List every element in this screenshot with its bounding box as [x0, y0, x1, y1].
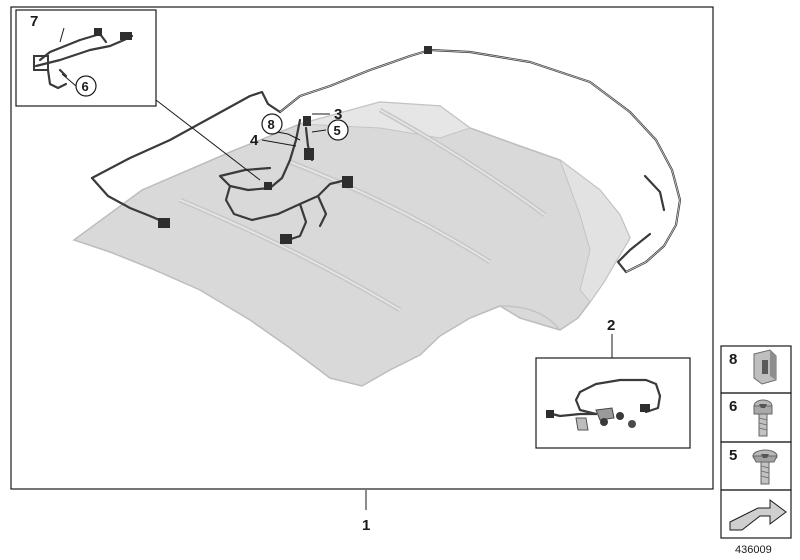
leader-6 [61, 73, 77, 87]
connector [303, 116, 311, 126]
connector [424, 46, 432, 54]
connector [304, 148, 314, 160]
connector [280, 234, 292, 244]
diagram-reference-number: 436009 [735, 544, 772, 556]
callout-7: 7 [30, 13, 38, 30]
callout-3: 3 [334, 106, 342, 123]
legend-box-arrow [720, 489, 792, 539]
inset-leader [155, 99, 261, 181]
callout-5: 5 [334, 123, 341, 138]
connector [342, 176, 353, 188]
callout-5-ring [327, 119, 349, 141]
wiring-harness [90, 46, 682, 274]
legend-number-8: 8 [729, 351, 737, 368]
callout-6-ring [75, 75, 97, 97]
direction-arrow-icon [729, 499, 787, 531]
allen-screw-icon [753, 399, 773, 437]
repair-kit-inset [535, 357, 691, 449]
roof-panel [72, 101, 631, 387]
legend-number-6: 6 [729, 398, 737, 415]
callout-8: 8 [268, 117, 275, 132]
connector [264, 182, 272, 190]
clip-nut-icon [753, 349, 777, 385]
leader-4 [261, 139, 297, 147]
callout-4: 4 [250, 132, 259, 149]
callout-2: 2 [607, 317, 615, 334]
callout-1: 1 [362, 517, 370, 534]
callout-8-ring [261, 113, 283, 135]
main-frame [10, 6, 714, 490]
detail-inset-top-left [15, 9, 157, 107]
leader-7 [59, 27, 65, 43]
torx-screw-icon [752, 449, 778, 485]
callout-6: 6 [82, 79, 89, 94]
legend-panel: 8 6 5 [720, 345, 792, 539]
legend-number-5: 5 [729, 447, 737, 464]
connector [158, 218, 170, 228]
leader-5 [311, 129, 327, 133]
